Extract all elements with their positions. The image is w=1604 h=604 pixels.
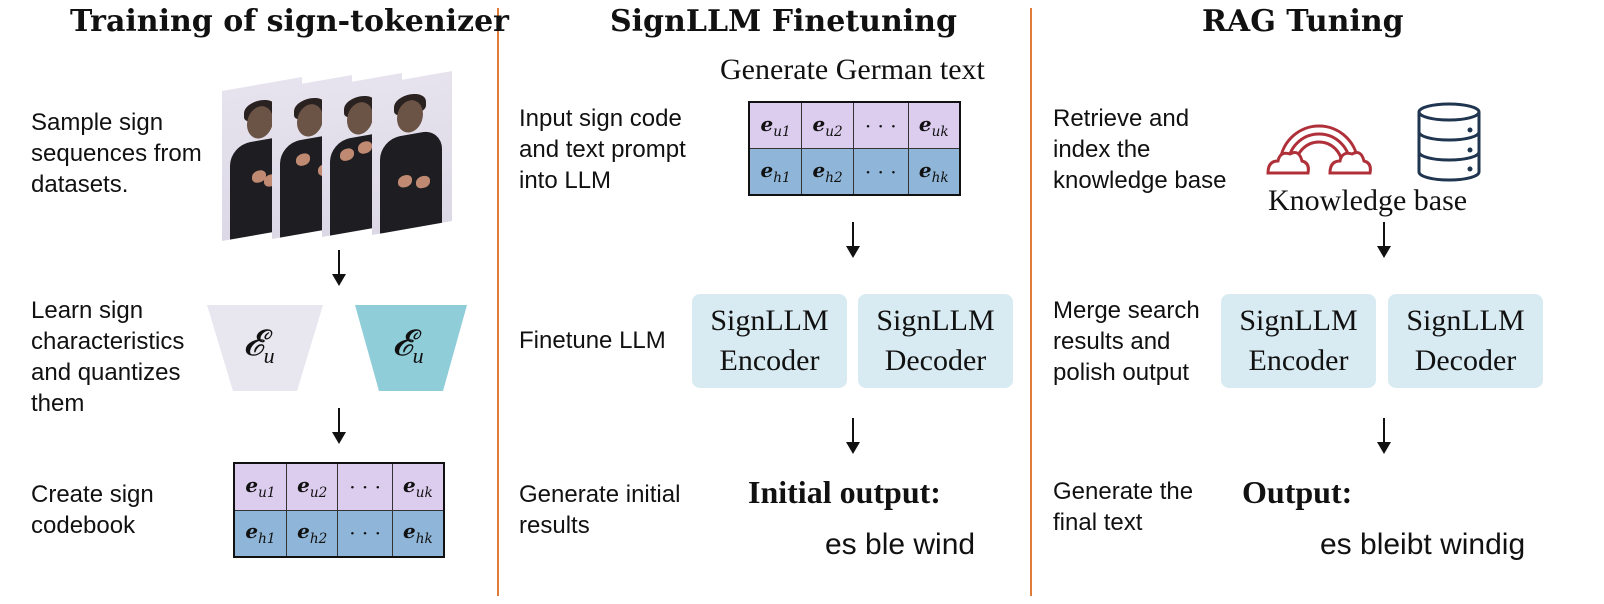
final-output-label: Output: bbox=[1242, 474, 1353, 510]
arrow-down-icon bbox=[1377, 418, 1391, 454]
arrow-down-icon bbox=[846, 418, 860, 454]
codebook-cell: eu2 bbox=[801, 101, 854, 149]
codebook-cell: eh1 bbox=[233, 509, 287, 558]
sign-quantizer-shape bbox=[355, 305, 467, 391]
knowledge-base-label: Knowledge base bbox=[1268, 184, 1468, 217]
codebook-cell: euk bbox=[907, 101, 961, 149]
tokenizer-step-learn: Learn sign characteristics and quantizes… bbox=[31, 297, 185, 417]
arrow-down-icon bbox=[332, 408, 346, 444]
finetuning-panel-title: SignLLM Finetuning bbox=[610, 4, 957, 39]
codebook-cell: eh2 bbox=[285, 509, 339, 558]
arrow-down-icon bbox=[1377, 222, 1391, 258]
codebook-row-h: eh1 eh2 · · · ehk bbox=[748, 148, 961, 196]
rag-step-retrieve: Retrieve and index the knowledge base bbox=[1053, 105, 1227, 194]
codebook-cell: eu1 bbox=[748, 101, 803, 149]
codebook-cell: · · · bbox=[852, 148, 909, 196]
final-output-text: es bleibt windig bbox=[1320, 528, 1526, 561]
arrow-down-icon bbox=[846, 222, 860, 258]
tokenizer-step-codebook: Create sign codebook bbox=[31, 481, 154, 539]
video-frame-4 bbox=[372, 70, 452, 236]
codebook-cell: eh2 bbox=[801, 148, 854, 196]
rainbow-cloud-icon bbox=[1266, 124, 1372, 175]
codebook-row-h: eh1 eh2 · · · ehk bbox=[233, 509, 445, 558]
tokenizer-panel-title: Training of sign-tokenizer bbox=[70, 4, 509, 39]
rag-encoder-block: SignLLM Encoder bbox=[1221, 294, 1376, 388]
finetuning-step-generate: Generate initial results bbox=[519, 481, 681, 539]
sign-codebook: eu1 eu2 · · · euk eh1 eh2 · · · ehk bbox=[233, 462, 445, 558]
tokenizer-step-sample: Sample sign sequences from datasets. bbox=[31, 109, 202, 198]
codebook-cell: eu2 bbox=[285, 462, 339, 511]
codebook-cell: · · · bbox=[852, 101, 909, 149]
initial-output-text: es ble wind bbox=[825, 528, 976, 561]
codebook-cell: · · · bbox=[337, 462, 393, 511]
codebook-row-u: eu1 eu2 · · · euk bbox=[748, 101, 961, 149]
codebook-cell: euk bbox=[391, 462, 445, 511]
database-icon bbox=[1417, 102, 1481, 182]
panel-divider-right bbox=[1030, 8, 1032, 596]
finetune-encoder-block: SignLLM Encoder bbox=[692, 294, 847, 388]
rag-decoder-block: SignLLM Decoder bbox=[1388, 294, 1543, 388]
rag-panel-title: RAG Tuning bbox=[1202, 4, 1404, 39]
codebook-cell: eu1 bbox=[233, 462, 287, 511]
codebook-cell: ehk bbox=[391, 509, 445, 558]
codebook-cell: · · · bbox=[337, 509, 393, 558]
sign-encoder-shape bbox=[207, 305, 323, 391]
finetune-decoder-block: SignLLM Decoder bbox=[858, 294, 1013, 388]
arrow-down-icon bbox=[332, 250, 346, 286]
finetuning-step-input: Input sign code and text prompt into LLM bbox=[519, 105, 686, 194]
sign-video-frames bbox=[222, 70, 462, 242]
sign-quantizer-label: 𝓔u bbox=[392, 323, 424, 369]
prompt-codebook: eu1 eu2 · · · euk eh1 eh2 · · · ehk bbox=[748, 101, 961, 196]
codebook-cell: ehk bbox=[907, 148, 961, 196]
initial-output-label: Initial output: bbox=[748, 474, 941, 510]
codebook-row-u: eu1 eu2 · · · euk bbox=[233, 462, 445, 511]
finetuning-caption: Generate German text bbox=[720, 53, 985, 86]
rag-step-merge: Merge search results and polish output bbox=[1053, 297, 1200, 386]
finetuning-step-train: Finetune LLM bbox=[519, 327, 666, 354]
sign-encoder-label: 𝓔u bbox=[243, 323, 275, 369]
panel-divider-left bbox=[497, 8, 499, 596]
rag-step-generate: Generate the final text bbox=[1053, 478, 1194, 536]
codebook-cell: eh1 bbox=[748, 148, 803, 196]
